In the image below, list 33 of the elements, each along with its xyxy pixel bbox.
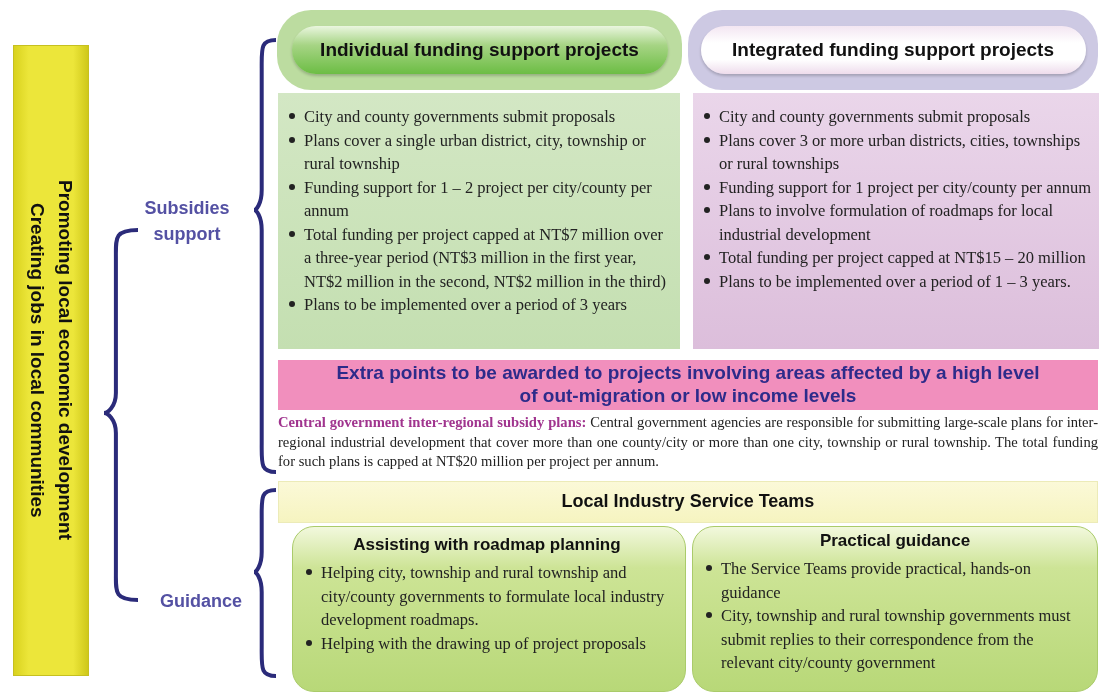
bullet-text: Plans to be implemented over a period of 1 – 3 years. xyxy=(719,271,1071,291)
header-pill: Integrated funding support projects xyxy=(700,26,1086,74)
header-frame xyxy=(688,10,1098,90)
info-panel xyxy=(692,526,1098,692)
section-banner: Local Industry Service Teams xyxy=(278,481,1098,523)
header-frame xyxy=(277,10,682,90)
goal-text: Creating jobs in local communities xyxy=(26,203,49,518)
bullet-text: Helping with the drawing up of project proposals xyxy=(321,633,646,653)
goal-text: Promoting local economic development xyxy=(54,180,77,541)
note-paragraph: Central government inter-regional subsidy plans: Central government agencies are responsible for submitting large-scale plans for inter-regional industrial development that cover more than one county/city or more than one city, township or rural township. The total funding for such plans is capped at NT$20 million per project per annum. xyxy=(278,413,1098,471)
bullet-text: City and county governments submit proposals xyxy=(304,107,616,126)
bullet-text: Plans cover a single urban district, city, township or rural township xyxy=(304,130,646,173)
category-label: Guidance xyxy=(159,590,243,613)
info-panel xyxy=(292,526,686,692)
panel-title: Assisting with roadmap planning xyxy=(352,535,622,555)
list-panel xyxy=(693,93,1099,349)
bullet-text: Total funding per project capped at NT$7 million over a three-year period (NT$3 million in the first year, NT$2 million in the second, NT$2 million in the third) xyxy=(304,224,667,291)
bullet-text: City, township and rural township governments must submit replies to their correspondence from the relevant city/county government xyxy=(721,606,1071,672)
highlight-banner: Extra points to be awarded to projects involving areas affected by a high level of out-migration or low income levels xyxy=(278,360,1098,410)
panel-title: Practical guidance xyxy=(818,531,972,551)
bullet-text: Funding support for 1 project per city/county per annum xyxy=(719,177,1092,197)
list-panel xyxy=(278,93,680,349)
bullet-text: Helping city, township and rural township and city/county governments to formulate local industry development roadmaps. xyxy=(321,563,665,629)
bullet-text: Funding support for 1 – 2 project per city/county per annum xyxy=(304,177,652,220)
category-label: Subsidies support xyxy=(143,197,231,246)
bullet-text: The Service Teams provide practical, hands-on guidance xyxy=(721,559,1032,602)
bullet-text: Plans to be implemented over a period of 3 years xyxy=(304,295,628,314)
header-pill: Individual funding support projects xyxy=(291,26,668,74)
bullet-text: City and county governments submit proposals xyxy=(719,107,1031,126)
bullet-text: Plans to involve formulation of roadmaps for local industrial development xyxy=(719,201,1054,244)
bullet-text: Total funding per project capped at NT$15 – 20 million xyxy=(719,248,1086,267)
goal-bar xyxy=(13,45,89,676)
bullet-text: Plans cover 3 or more urban districts, cities, townships or rural townships xyxy=(719,130,1081,173)
